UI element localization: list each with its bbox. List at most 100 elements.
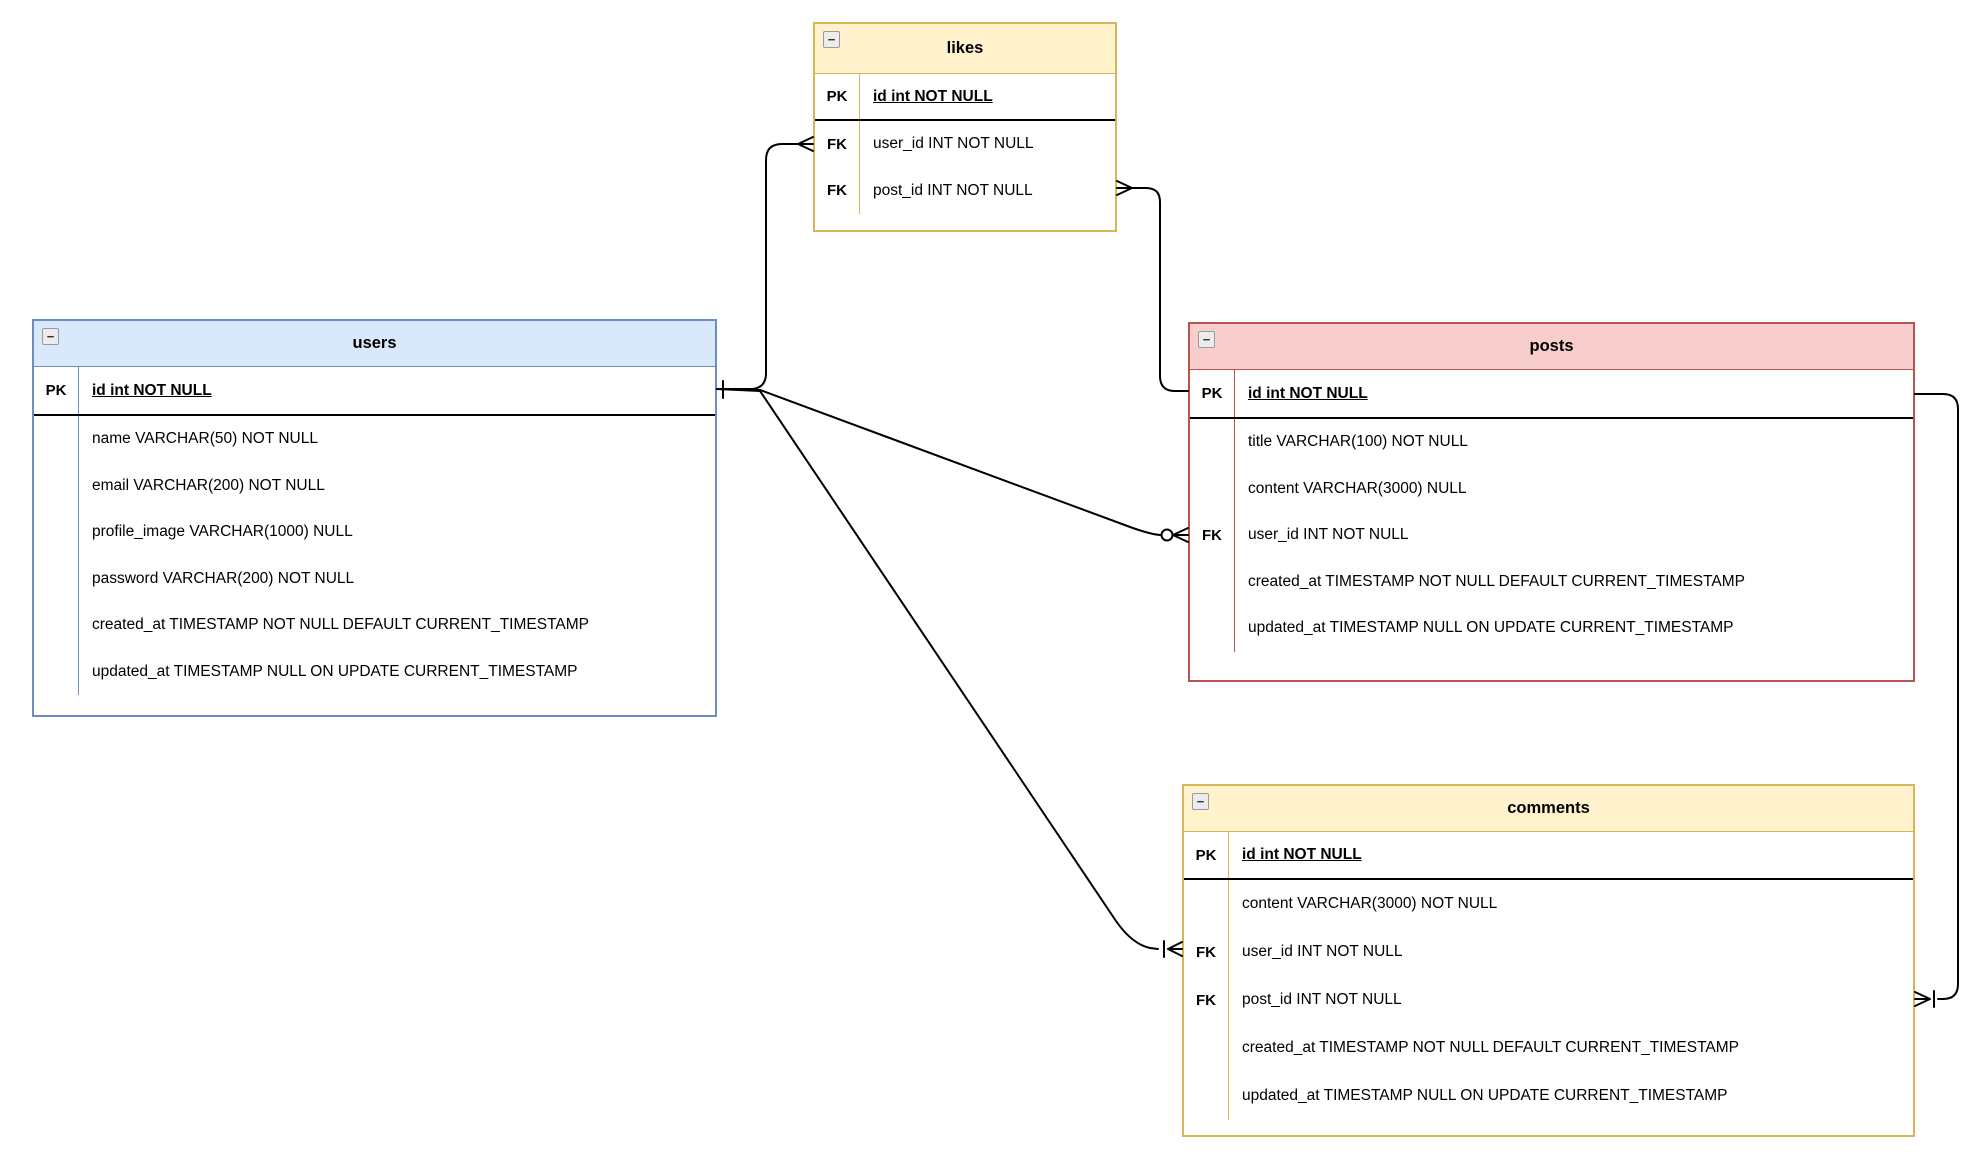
edge-users-comments[interactable] [716, 388, 1183, 958]
table-rows: PK id int NOT NULL content VARCHAR(3000) N… [1184, 832, 1913, 1120]
crow-foot-many-likes-user-id [797, 136, 814, 152]
crow-foot-many-posts-user-id [1172, 527, 1189, 543]
field-text: created_at TIMESTAMP NOT NULL DEFAULT CU… [1242, 1039, 1739, 1056]
field-text: content VARCHAR(3000) NULL [1248, 479, 1467, 497]
table-row-content[interactable]: content VARCHAR(3000) NOT NULL [1184, 880, 1913, 928]
table-row-title[interactable]: title VARCHAR(100) NOT NULL [1190, 419, 1913, 466]
field-text: post_id INT NOT NULL [873, 181, 1033, 199]
table-row-updated_at[interactable]: updated_at TIMESTAMP NULL ON UPDATE CURR… [1184, 1072, 1913, 1120]
table-row-created_at[interactable]: created_at TIMESTAMP NOT NULL DEFAULT CU… [34, 602, 715, 649]
table-row-id[interactable]: PK id int NOT NULL [1184, 832, 1913, 880]
entity-table-users[interactable]: − users PK id int NOT NULL name VARCHAR(50… [32, 319, 717, 717]
edge-line [716, 388, 1161, 536]
table-row-content[interactable]: content VARCHAR(3000) NULL [1190, 465, 1913, 512]
key-label [34, 602, 79, 649]
field-text: updated_at TIMESTAMP NULL ON UPDATE CURR… [1248, 619, 1734, 637]
field-text: created_at TIMESTAMP NOT NULL DEFAULT CU… [1248, 572, 1745, 590]
collapse-icon[interactable]: − [1192, 793, 1209, 810]
crow-foot-many-comments-user-id [1167, 941, 1183, 957]
table-row-id[interactable]: PK id int NOT NULL [815, 74, 1115, 121]
zero-circle-posts-user-id [1160, 528, 1174, 542]
key-label: PK [1184, 832, 1229, 878]
field-text: user_id INT NOT NULL [873, 135, 1034, 153]
key-label: FK [1184, 976, 1229, 1024]
table-row-email[interactable]: email VARCHAR(200) NOT NULL [34, 462, 715, 509]
entity-table-posts[interactable]: − posts PK id int NOT NULL title VARCHAR(1… [1188, 322, 1915, 682]
edge-users-posts[interactable] [716, 388, 1189, 543]
entity-table-likes[interactable]: − likes PK id int NOT NULL FK user_id INT N… [813, 22, 1117, 232]
table-row-updated_at[interactable]: updated_at TIMESTAMP NULL ON UPDATE CURR… [1190, 605, 1913, 652]
field-text: id int NOT NULL [92, 381, 212, 399]
key-label [1184, 880, 1229, 928]
key-label [34, 462, 79, 509]
edge-line [1914, 393, 1959, 1000]
table-row-updated_at[interactable]: updated_at TIMESTAMP NULL ON UPDATE CURR… [34, 648, 715, 695]
field-text: name VARCHAR(50) NOT NULL [92, 430, 318, 448]
key-label [1184, 1024, 1229, 1072]
table-row-profile_image[interactable]: profile_image VARCHAR(1000) NULL [34, 509, 715, 556]
collapse-icon[interactable]: − [823, 31, 840, 48]
table-row-user_id[interactable]: FK user_id INT NOT NULL [815, 121, 1115, 168]
edge-likes-posts[interactable] [1116, 180, 1189, 392]
key-label: PK [34, 367, 79, 414]
key-label: PK [815, 74, 860, 119]
edge-line [1131, 187, 1189, 392]
table-title: users [352, 334, 397, 352]
key-label: PK [1190, 370, 1235, 417]
field-text: profile_image VARCHAR(1000) NULL [92, 523, 353, 541]
table-row-password[interactable]: password VARCHAR(200) NOT NULL [34, 555, 715, 602]
table-header: − users [34, 321, 715, 367]
field-text: user_id INT NOT NULL [1248, 526, 1409, 544]
field-text: created_at TIMESTAMP NOT NULL DEFAULT CU… [92, 616, 589, 634]
key-label [1184, 1072, 1229, 1120]
table-row-created_at[interactable]: created_at TIMESTAMP NOT NULL DEFAULT CU… [1190, 558, 1913, 605]
key-label [1190, 419, 1235, 466]
table-footer-space [1190, 652, 1913, 680]
key-label [34, 416, 79, 463]
field-text: title VARCHAR(100) NOT NULL [1248, 433, 1468, 451]
entity-table-comments[interactable]: − comments PK id int NOT NULL content VARC… [1182, 784, 1915, 1137]
key-label: FK [1184, 928, 1229, 976]
table-title: posts [1529, 337, 1574, 355]
edge-posts-comments[interactable] [1914, 393, 1959, 1008]
table-row-user_id[interactable]: FK user_id INT NOT NULL [1184, 928, 1913, 976]
field-text: post_id INT NOT NULL [1242, 991, 1402, 1008]
table-header: − comments [1184, 786, 1913, 832]
field-text: password VARCHAR(200) NOT NULL [92, 569, 355, 587]
crow-foot-many-likes-post-id [1116, 180, 1133, 196]
key-label [1190, 605, 1235, 652]
collapse-icon[interactable]: − [42, 328, 59, 345]
table-row-user_id[interactable]: FK user_id INT NOT NULL [1190, 512, 1913, 559]
table-header: − posts [1190, 324, 1913, 370]
edge-line [716, 388, 1159, 950]
field-text: id int NOT NULL [1248, 384, 1368, 402]
key-label [34, 648, 79, 695]
key-label [34, 555, 79, 602]
key-label: FK [1190, 512, 1235, 559]
edge-users-likes[interactable] [716, 136, 814, 399]
field-text: id int NOT NULL [873, 87, 993, 105]
table-title: comments [1507, 799, 1590, 817]
key-label [1190, 465, 1235, 512]
table-row-created_at[interactable]: created_at TIMESTAMP NOT NULL DEFAULT CU… [1184, 1024, 1913, 1072]
crow-foot-many-comments-post-id [1914, 991, 1931, 1007]
table-footer-space [815, 214, 1115, 230]
key-label: FK [815, 121, 860, 168]
collapse-icon[interactable]: − [1198, 331, 1215, 348]
table-footer-space [1184, 1120, 1913, 1135]
field-text: updated_at TIMESTAMP NULL ON UPDATE CURR… [92, 662, 578, 680]
table-row-name[interactable]: name VARCHAR(50) NOT NULL [34, 416, 715, 463]
field-text: user_id INT NOT NULL [1242, 943, 1403, 960]
field-text: email VARCHAR(200) NOT NULL [92, 476, 325, 494]
table-row-post_id[interactable]: FK post_id INT NOT NULL [1184, 976, 1913, 1024]
table-row-id[interactable]: PK id int NOT NULL [1190, 370, 1913, 419]
field-text: id int NOT NULL [1242, 846, 1362, 863]
key-label [1190, 558, 1235, 605]
table-row-id[interactable]: PK id int NOT NULL [34, 367, 715, 416]
field-text: updated_at TIMESTAMP NULL ON UPDATE CURR… [1242, 1087, 1728, 1104]
edge-line [716, 143, 799, 390]
table-header: − likes [815, 24, 1115, 74]
table-title: likes [946, 39, 984, 57]
